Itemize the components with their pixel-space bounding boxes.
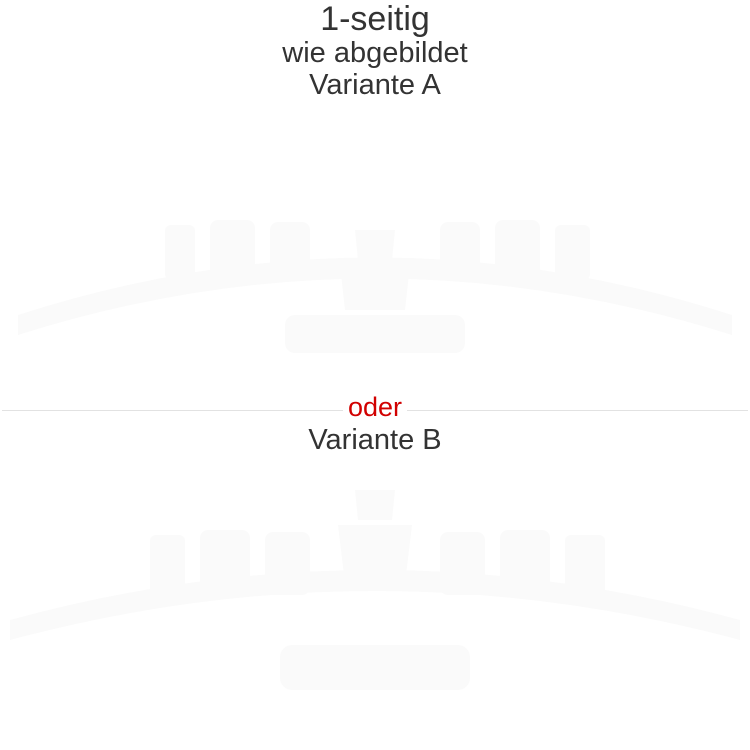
page-title: 1-seitig (320, 0, 430, 38)
variant-a-watermark-graphic (18, 220, 732, 353)
page-subtitle: wie abgebildet (282, 37, 468, 69)
variant-a-label: Variante A (309, 69, 441, 101)
variant-b-label: Variante B (308, 424, 442, 456)
or-separator: oder (0, 394, 750, 421)
or-separator-label: oder (342, 394, 408, 421)
variant-b-watermark-graphic (10, 490, 740, 690)
